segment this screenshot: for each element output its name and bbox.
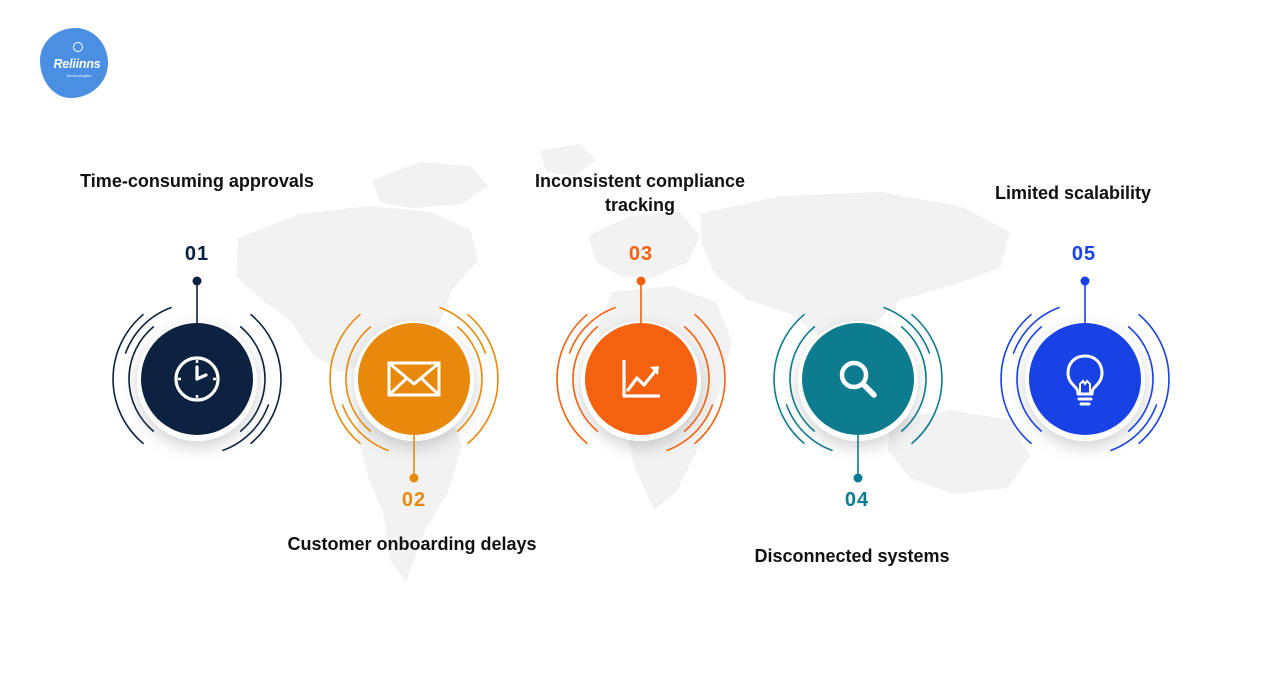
step-3-circle bbox=[585, 323, 697, 435]
step-5-ring-right-2 bbox=[1138, 313, 1170, 445]
step-2-ring-left-2 bbox=[329, 313, 361, 445]
step-1-ring-accent-1 bbox=[124, 306, 172, 354]
step-5-ring-accent-1 bbox=[1012, 306, 1060, 354]
step-5-ring-left-2 bbox=[1000, 313, 1032, 445]
step-4-ring-left-2 bbox=[773, 313, 805, 445]
step-5-label: Limited scalability bbox=[994, 183, 1152, 203]
step-3-ring-accent-1 bbox=[568, 306, 616, 354]
logo-subtext: Technologies bbox=[66, 73, 92, 78]
trend-chart-icon bbox=[622, 360, 660, 398]
step-2-connector-dot bbox=[409, 473, 419, 483]
step-5-ring-right-1 bbox=[1127, 326, 1154, 432]
step-3-ring-right-2 bbox=[694, 313, 726, 445]
lightbulb-icon bbox=[1066, 354, 1104, 406]
step-1-ring-right-1 bbox=[239, 326, 266, 432]
step-3-ring-accent-2 bbox=[666, 404, 714, 452]
step-2-ring-accent-1 bbox=[341, 404, 389, 452]
step-2-ring-right-1 bbox=[456, 326, 483, 432]
clock-icon bbox=[174, 356, 220, 402]
step-1-ring-left-2 bbox=[112, 313, 144, 445]
step-5-ring-accent-2 bbox=[1110, 404, 1158, 452]
step-5-connector-dot bbox=[1080, 276, 1090, 286]
logo-text: Reliinns bbox=[53, 57, 101, 71]
step-1-label: Time-consuming approvals bbox=[80, 171, 314, 191]
company-logo: Reliinns Technologies bbox=[40, 28, 112, 100]
step-2-ring-accent-2 bbox=[439, 306, 487, 354]
step-3-connector-dot bbox=[636, 276, 646, 286]
step-4-ring-right-1 bbox=[900, 326, 927, 432]
step-4-ring-accent-2 bbox=[883, 306, 931, 354]
step-1-ring-right-2 bbox=[250, 313, 282, 445]
step-4-label: Disconnected systems bbox=[754, 546, 950, 566]
step-1-connector-dot bbox=[192, 276, 202, 286]
envelope-icon bbox=[387, 361, 441, 397]
step-3-ring-left-1 bbox=[572, 326, 599, 432]
step-2-ring-right-2 bbox=[467, 313, 499, 445]
step-2-ring-left-1 bbox=[345, 326, 372, 432]
step-3-ring-right-1 bbox=[683, 326, 710, 432]
step-2-circle bbox=[358, 323, 470, 435]
step-3-ring-left-2 bbox=[556, 313, 588, 445]
step-4-number: 04 bbox=[844, 489, 870, 511]
step-3-number: 03 bbox=[628, 243, 654, 265]
step-2-label: Customer onboarding delays bbox=[287, 534, 537, 554]
step-4-connector-dot bbox=[853, 473, 863, 483]
magnifier-icon bbox=[839, 360, 877, 398]
step-1-ring-accent-2 bbox=[222, 404, 270, 452]
logo-blob bbox=[40, 28, 108, 98]
step-5-number: 05 bbox=[1071, 243, 1097, 265]
step-4-ring-right-2 bbox=[911, 313, 943, 445]
step-1-circle bbox=[141, 323, 253, 435]
step-4-ring-accent-1 bbox=[785, 404, 833, 452]
step-5-circle bbox=[1029, 323, 1141, 435]
step-3-label: Inconsistent compliance tracking bbox=[534, 171, 746, 215]
logo-bulb-icon bbox=[73, 42, 83, 52]
step-5-ring-left-1 bbox=[1016, 326, 1043, 432]
step-1-ring-left-1 bbox=[128, 326, 155, 432]
step-2-number: 02 bbox=[401, 489, 427, 511]
step-1-number: 01 bbox=[184, 243, 210, 265]
step-4-ring-left-1 bbox=[789, 326, 816, 432]
step-4-circle bbox=[802, 323, 914, 435]
